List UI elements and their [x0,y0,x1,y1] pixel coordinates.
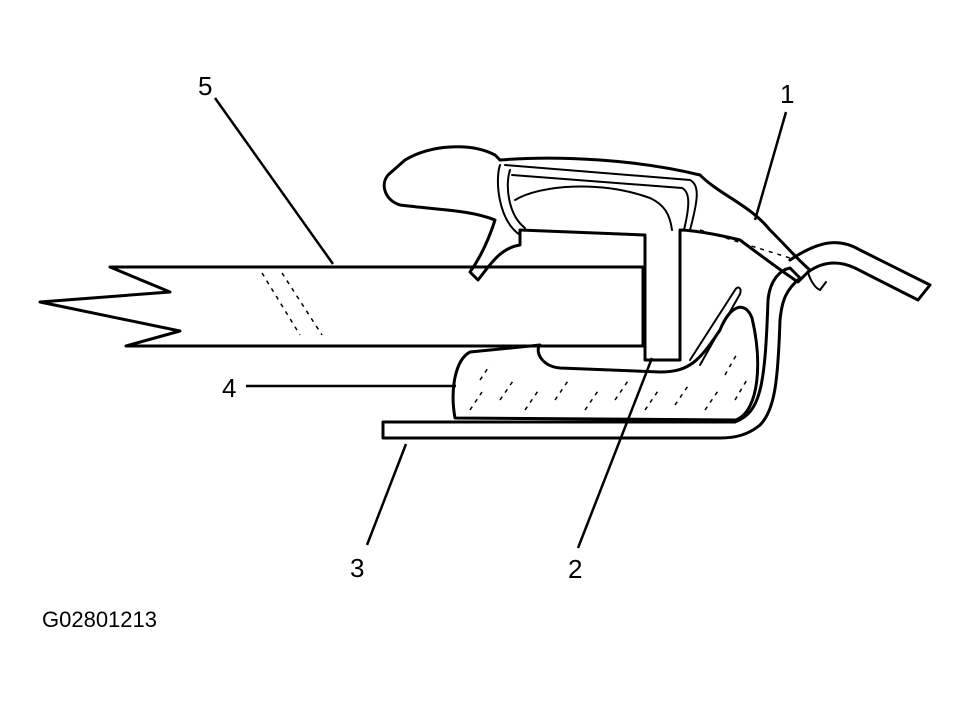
reveal-molding [382,145,812,366]
figure-id: G02801213 [42,607,157,632]
leader-line-3 [365,443,408,546]
callout-2: 2 [568,554,582,584]
roof-panel-edge [788,241,932,302]
leader-line-2 [576,357,654,549]
urethane-bead [451,305,760,422]
glass-pane [38,265,645,348]
callout-5: 5 [198,71,212,101]
callout-1: 1 [780,79,794,109]
leader-line-5 [213,97,335,265]
callout-4: 4 [222,373,236,403]
body-flange [381,266,802,440]
callout-3: 3 [350,553,364,583]
leader-line-1 [753,111,788,221]
